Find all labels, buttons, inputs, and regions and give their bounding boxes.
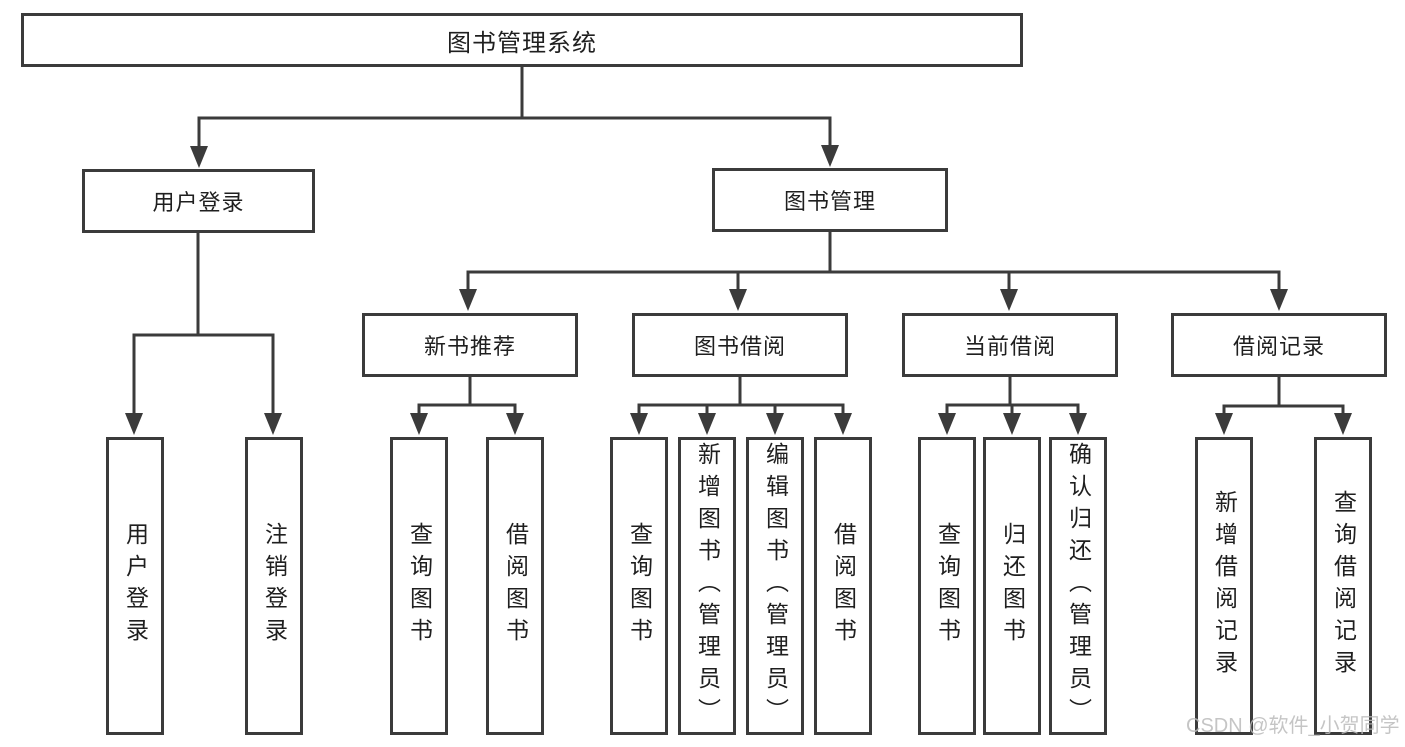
leaf-bb-edit-books-admin-label: 编辑图书（管理员） [762, 442, 789, 730]
arrowhead-borrow-records [1270, 289, 1288, 311]
leaf-br-add-record-label: 新增借阅记录 [1211, 490, 1238, 682]
arrowhead-book-management [821, 145, 839, 167]
connector-borrow-records-children [1222, 377, 1345, 417]
node-new-book-recommend: 新书推荐 [362, 313, 578, 377]
connector-book-management-children [466, 232, 1281, 293]
node-current-borrow-label: 当前借阅 [963, 334, 1056, 359]
leaf-br-add-record: 新增借阅记录 [1195, 437, 1253, 735]
leaf-cb-confirm-return-admin: 确认归还（管理员） [1049, 437, 1107, 735]
arrowhead-user-login [190, 146, 208, 168]
leaf-br-query-record-label: 查询借阅记录 [1330, 490, 1357, 682]
leaf-bb-query-books: 查询图书 [610, 437, 668, 735]
leaf-cb-return-books-label: 归还图书 [999, 522, 1026, 650]
connector-root-to-level2 [197, 67, 832, 150]
leaf-cb-query-books-label: 查询图书 [934, 522, 961, 650]
arrowhead-leaf-logout [264, 413, 282, 435]
node-root: 图书管理系统 [21, 13, 1023, 67]
arrowhead-cb-return-books [1003, 413, 1021, 435]
node-current-borrow: 当前借阅 [902, 313, 1118, 377]
node-user-login-label: 用户登录 [152, 190, 245, 215]
arrowhead-bb-borrow-books [834, 413, 852, 435]
leaf-logout-label: 注销登录 [261, 522, 288, 650]
leaf-bb-add-books-admin: 新增图书（管理员） [678, 437, 736, 735]
leaf-cb-return-books: 归还图书 [983, 437, 1041, 735]
leaf-bb-add-books-admin-label: 新增图书（管理员） [694, 442, 721, 730]
node-root-label: 图书管理系统 [447, 29, 597, 57]
arrowhead-nb-query-books [410, 413, 428, 435]
leaf-nb-borrow-books-label: 借阅图书 [502, 522, 529, 650]
leaf-bb-edit-books-admin: 编辑图书（管理员） [746, 437, 804, 735]
leaf-bb-borrow-books: 借阅图书 [814, 437, 872, 735]
arrowhead-br-add-record [1215, 413, 1233, 435]
node-new-book-recommend-label: 新书推荐 [423, 334, 516, 359]
arrowhead-leaf-user-login [125, 413, 143, 435]
leaf-logout: 注销登录 [245, 437, 303, 735]
leaf-cb-confirm-return-admin-label: 确认归还（管理员） [1065, 442, 1092, 730]
node-book-management-label: 图书管理 [783, 189, 876, 214]
node-borrow-records-label: 借阅记录 [1232, 334, 1325, 359]
arrowhead-bb-add-books [698, 413, 716, 435]
leaf-bb-query-books-label: 查询图书 [626, 522, 653, 650]
leaf-bb-borrow-books-label: 借阅图书 [830, 522, 857, 650]
arrowhead-current-borrow [1000, 289, 1018, 311]
leaf-br-query-record: 查询借阅记录 [1314, 437, 1372, 735]
node-book-borrow-label: 图书借阅 [693, 334, 786, 359]
leaf-cb-query-books: 查询图书 [918, 437, 976, 735]
arrowhead-br-query-record [1334, 413, 1352, 435]
arrowhead-bb-query-books [630, 413, 648, 435]
watermark: CSDN @软件_小贺同学 [1186, 715, 1400, 737]
leaf-nb-query-books: 查询图书 [390, 437, 448, 735]
connector-current-borrow-children [945, 377, 1080, 417]
node-book-management: 图书管理 [712, 168, 948, 232]
arrowhead-new-book-recommend [459, 289, 477, 311]
arrowhead-bb-edit-books [766, 413, 784, 435]
leaf-user-login-label: 用户登录 [122, 522, 149, 650]
leaf-nb-query-books-label: 查询图书 [406, 522, 433, 650]
arrowhead-cb-query-books [938, 413, 956, 435]
connector-book-borrow-children [637, 377, 845, 417]
node-borrow-records: 借阅记录 [1171, 313, 1387, 377]
leaf-user-login: 用户登录 [106, 437, 164, 735]
arrowhead-cb-confirm-return [1069, 413, 1087, 435]
connector-new-book-children [417, 377, 517, 417]
arrowhead-book-borrow [729, 289, 747, 311]
node-book-borrow: 图书借阅 [632, 313, 848, 377]
leaf-nb-borrow-books: 借阅图书 [486, 437, 544, 735]
arrowhead-nb-borrow-books [506, 413, 524, 435]
connector-user-login-children [132, 233, 275, 417]
node-user-login: 用户登录 [82, 169, 315, 233]
